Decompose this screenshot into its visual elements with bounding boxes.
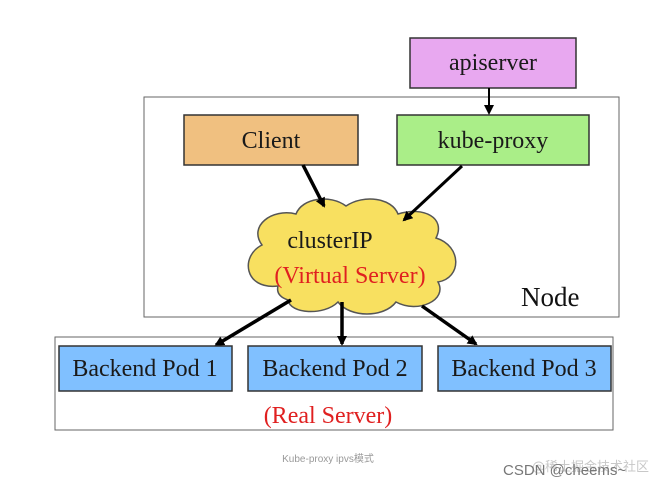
backend-pod-3-box	[437, 345, 612, 392]
watermark-csdn: CSDN @cheems~	[503, 462, 627, 479]
real-server-container	[54, 336, 614, 431]
kube-proxy-ipvs-diagram: Node apiserver Client kube-proxy cluster…	[54, 37, 620, 431]
arrow-kube-proxy-to-cluster-ip	[402, 164, 464, 222]
apiserver-label: apiserver	[449, 50, 537, 76]
kube-proxy-box	[396, 114, 590, 166]
backend-pod-2-box	[247, 345, 423, 392]
backend-pod-1-box	[58, 345, 233, 392]
real-server-label: (Real Server)	[264, 403, 393, 429]
cluster-ip-cloud	[247, 198, 457, 315]
kube-proxy-label: kube-proxy	[438, 128, 549, 154]
client-box	[183, 114, 359, 166]
arrow-cluster-ip-to-pod-1	[214, 298, 292, 347]
arrow-cluster-ip-to-pod-3	[420, 304, 478, 346]
cluster-ip-label: clusterIP	[287, 228, 372, 254]
node-label: Node	[521, 282, 579, 312]
figure-caption: Kube-proxy ipvs模式	[282, 454, 374, 465]
backend-pod-3-label: Backend Pod 3	[451, 356, 596, 382]
backend-pod-1-label: Backend Pod 1	[72, 356, 217, 382]
virtual-server-label: (Virtual Server)	[274, 263, 425, 289]
watermark-juejin: @稀土掘金技术社区	[532, 460, 650, 475]
client-label: Client	[242, 128, 301, 154]
node-container	[143, 96, 620, 318]
arrow-client-to-cluster-ip	[301, 164, 326, 208]
backend-pod-2-label: Backend Pod 2	[262, 356, 407, 382]
apiserver-box	[409, 37, 577, 89]
